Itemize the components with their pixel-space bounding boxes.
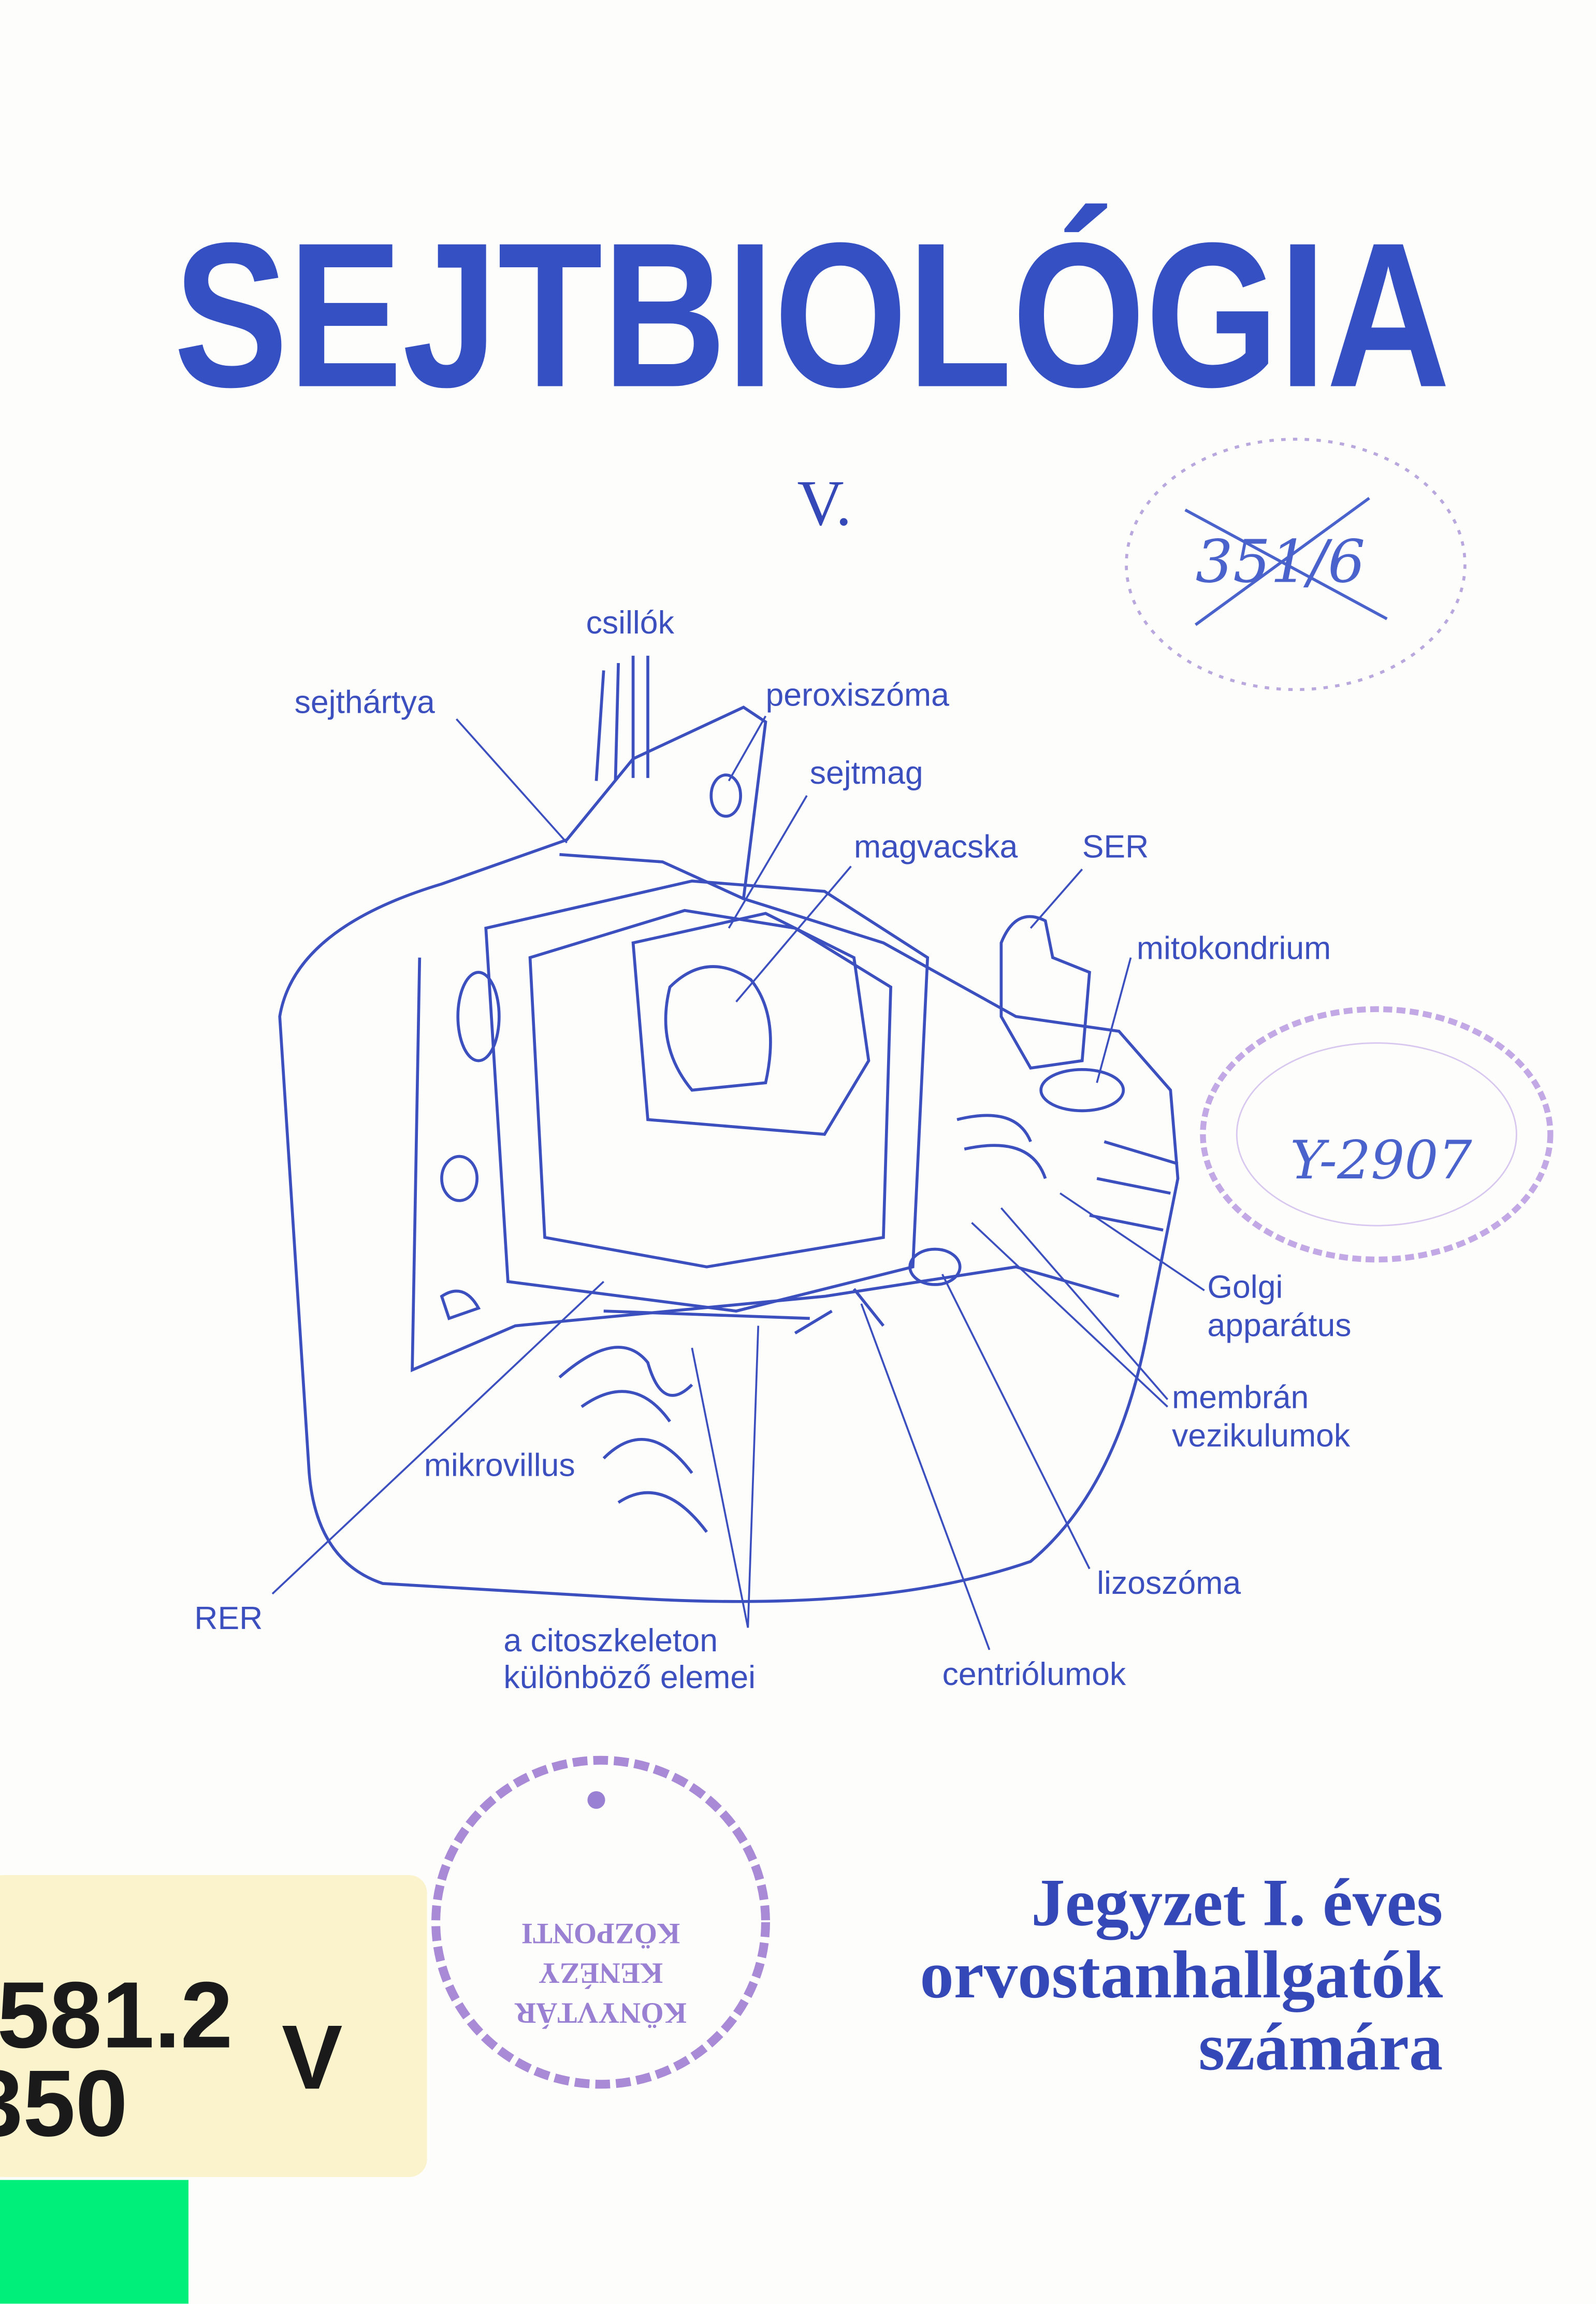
green-tab [0,2180,188,2304]
subtitle-line-2: orvostanhallgatók [920,1937,1443,2012]
label-mikrovillus: mikrovillus [424,1447,575,1483]
label-mitokondrium: mitokondrium [1137,930,1331,967]
cover-title: SEJTBIOLÓGIA [173,200,1450,430]
label-rer: RER [194,1600,263,1636]
library-stamp-middle: Y-2907 [1200,1006,1554,1263]
call-number-letter: V [282,2006,343,2108]
label-membran-2: vezikulumok [1172,1418,1351,1454]
label-centriolumok: centriólumok [942,1656,1126,1692]
subtitle-line-3: számára [1198,2009,1443,2084]
call-number-line-2: 350 [0,2050,128,2156]
stamp-accession-number: Y-2907 [1290,1130,1472,1191]
leader-lines [271,715,1205,1650]
label-membran-1: membrán [1172,1379,1309,1416]
label-golgi-1: Golgi [1207,1269,1283,1305]
label-peroxiszoma: peroxiszóma [765,677,949,713]
svg-text:KÖZPONTI: KÖZPONTI [521,1917,680,1950]
cell-diagram [278,655,1180,1603]
label-sejtmag: sejtmag [810,755,923,791]
volume-number: V. [797,468,851,539]
label-sejthartya: sejthártya [295,684,435,721]
label-ser: SER [1082,828,1149,865]
call-number-line-1: 581.2 [0,1962,233,2068]
label-csillok: csillók [586,604,675,641]
label-golgi-2: apparátus [1207,1307,1351,1343]
library-stamp-top: 351/6 [1125,438,1467,692]
svg-text:KENÉZY: KENÉZY [539,1957,663,1990]
svg-text:KÖNYVTÁR: KÖNYVTÁR [514,1996,687,2029]
label-citoszkeleton-2: különböző elemei [503,1659,756,1695]
subtitle-line-1: Jegyzet I. éves [1031,1865,1443,1940]
label-magvacska: magvacska [854,828,1018,865]
library-stamp-bottom: KÖNYVTÁR KENÉZY KÖZPONTI [431,1755,770,2089]
label-lizoszoma: lizoszóma [1097,1565,1241,1601]
label-citoszkeleton-1: a citoszkeleton [503,1622,718,1659]
call-number-sticker: 581.2 350 V [0,1875,427,2177]
